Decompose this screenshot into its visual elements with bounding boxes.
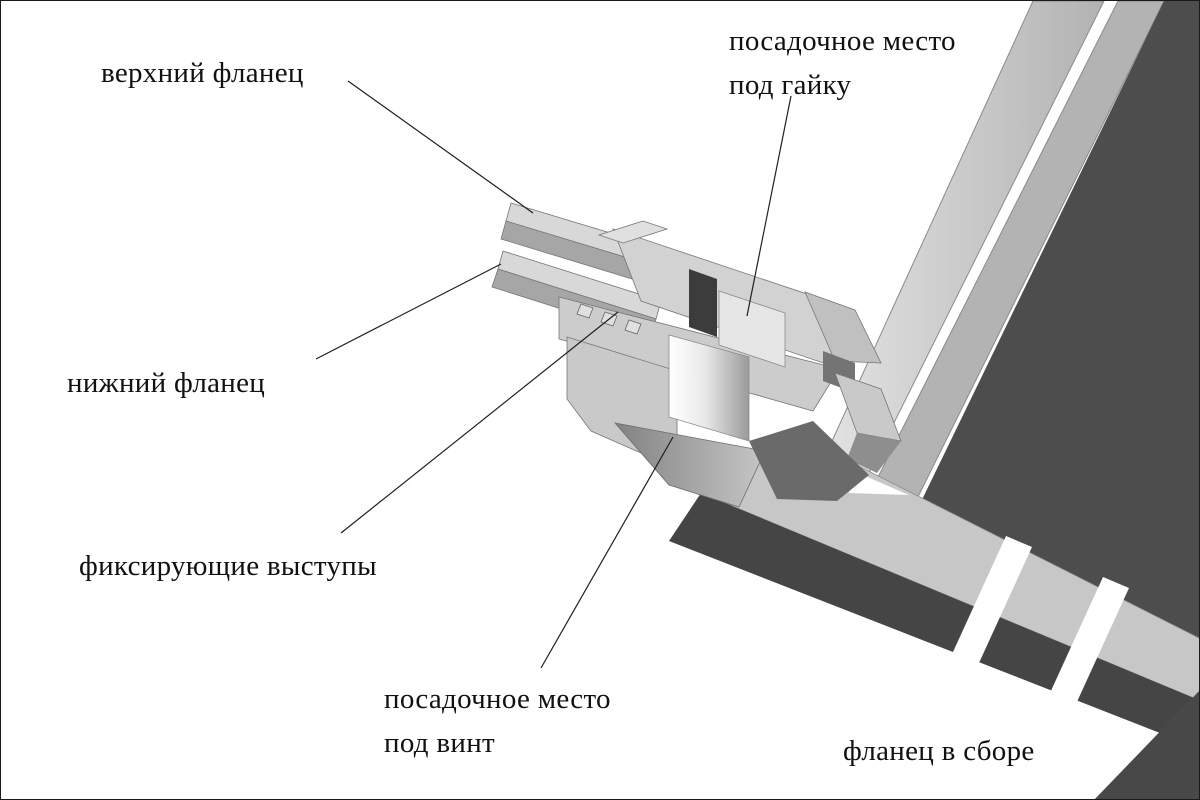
label-screw-seat-line1: посадочное место (384, 683, 611, 715)
base-section (669, 441, 1199, 799)
label-nut-seat-line1: посадочное место (729, 25, 956, 57)
base-slot-2 (1039, 577, 1129, 728)
leader-screw-seat (540, 436, 674, 669)
label-fixing-protrusions: фиксирующие выступы (79, 550, 377, 582)
base-slot-1 (942, 536, 1032, 687)
label-upper-flange: верхний фланец (101, 57, 304, 89)
fixing-tooth-3 (624, 319, 642, 335)
flange-crosssection (491, 202, 902, 508)
wall-section (826, 1, 1199, 652)
leader-lines (315, 80, 792, 669)
label-screw-seat-line2: под винт (384, 727, 495, 759)
fixing-tooth-1 (576, 303, 594, 319)
body-right-face (804, 291, 882, 364)
leader-lower-flange (315, 263, 502, 360)
body-top-tab (597, 220, 669, 244)
label-screw-seat: посадочное место под винт (384, 677, 611, 765)
leader-fixing (340, 311, 619, 534)
label-nut-seat: посадочное место под гайку (729, 19, 956, 107)
label-assembly-caption: фланец в сборе (843, 735, 1035, 767)
nut-seat-notch (689, 269, 717, 337)
label-lower-flange: нижний фланец (67, 367, 266, 399)
wall-shadow-face (917, 1, 1199, 652)
screw-seat-funnel (613, 422, 766, 508)
label-nut-seat-line2: под гайку (729, 69, 852, 101)
body-base-join-dark (749, 421, 869, 501)
base-corner-face (1094, 691, 1199, 799)
nut-seat-face (718, 290, 786, 368)
leader-upper-flange (347, 80, 534, 214)
body-right-tip (847, 433, 901, 473)
leader-nut-seat (746, 95, 792, 317)
